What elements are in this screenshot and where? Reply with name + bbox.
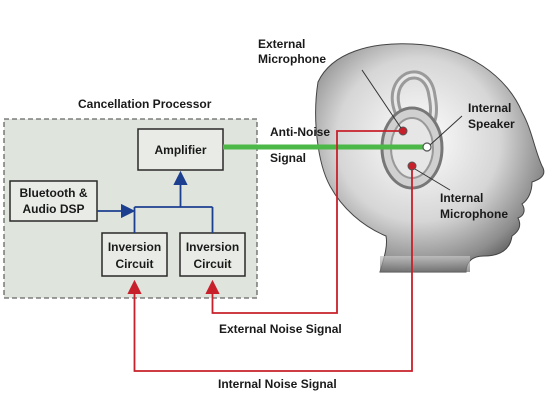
internal-speaker-pointer [429, 115, 463, 146]
inversion-left-label-line1: Inversion [108, 240, 161, 254]
internal-speaker-label-line2: Speaker [468, 117, 515, 131]
external-mic-label-line2: Microphone [258, 52, 326, 66]
internal-noise-wire [127, 168, 413, 372]
internal-mic-pointer [414, 168, 451, 191]
anti-noise-label-line2: Signal [270, 151, 306, 165]
internal-mic-label-line1: Internal [440, 191, 483, 205]
inversion-circuit-left [101, 232, 168, 277]
internal-mic-label-line2: Microphone [440, 207, 508, 221]
neck-shadow [380, 256, 470, 272]
internal-microphone-dot [407, 161, 417, 171]
inversion-right-label-line1: Inversion [186, 240, 239, 254]
internal-noise-label: Internal Noise Signal [218, 377, 337, 391]
bluetooth-dsp-label-line1: Bluetooth & [20, 186, 88, 200]
external-noise-wire [205, 130, 400, 314]
inversion-circuit-right [179, 232, 246, 277]
bluetooth-dsp-label-line2: Audio DSP [23, 202, 85, 216]
internal-speaker-label-line1: Internal [468, 101, 511, 115]
bluetooth-dsp-block [9, 180, 98, 222]
external-mic-pointer [361, 69, 402, 129]
headband-inner [393, 73, 435, 122]
processor-title: Cancellation Processor [78, 97, 212, 111]
external-noise-label: External Noise Signal [219, 322, 342, 336]
external-mic-label-line1: External [258, 37, 305, 51]
anti-noise-label-line1: Anti-Noise [270, 125, 330, 139]
external-microphone-dot [398, 126, 408, 136]
label-pointers [361, 69, 463, 191]
inversion-left-label-line2: Circuit [115, 257, 153, 271]
inversion-right-label-line2: Circuit [193, 257, 231, 271]
amplifier-label: Amplifier [154, 143, 206, 157]
amplifier-block [137, 128, 224, 171]
internal-wiring [97, 170, 214, 233]
internal-speaker-dot [422, 142, 432, 152]
